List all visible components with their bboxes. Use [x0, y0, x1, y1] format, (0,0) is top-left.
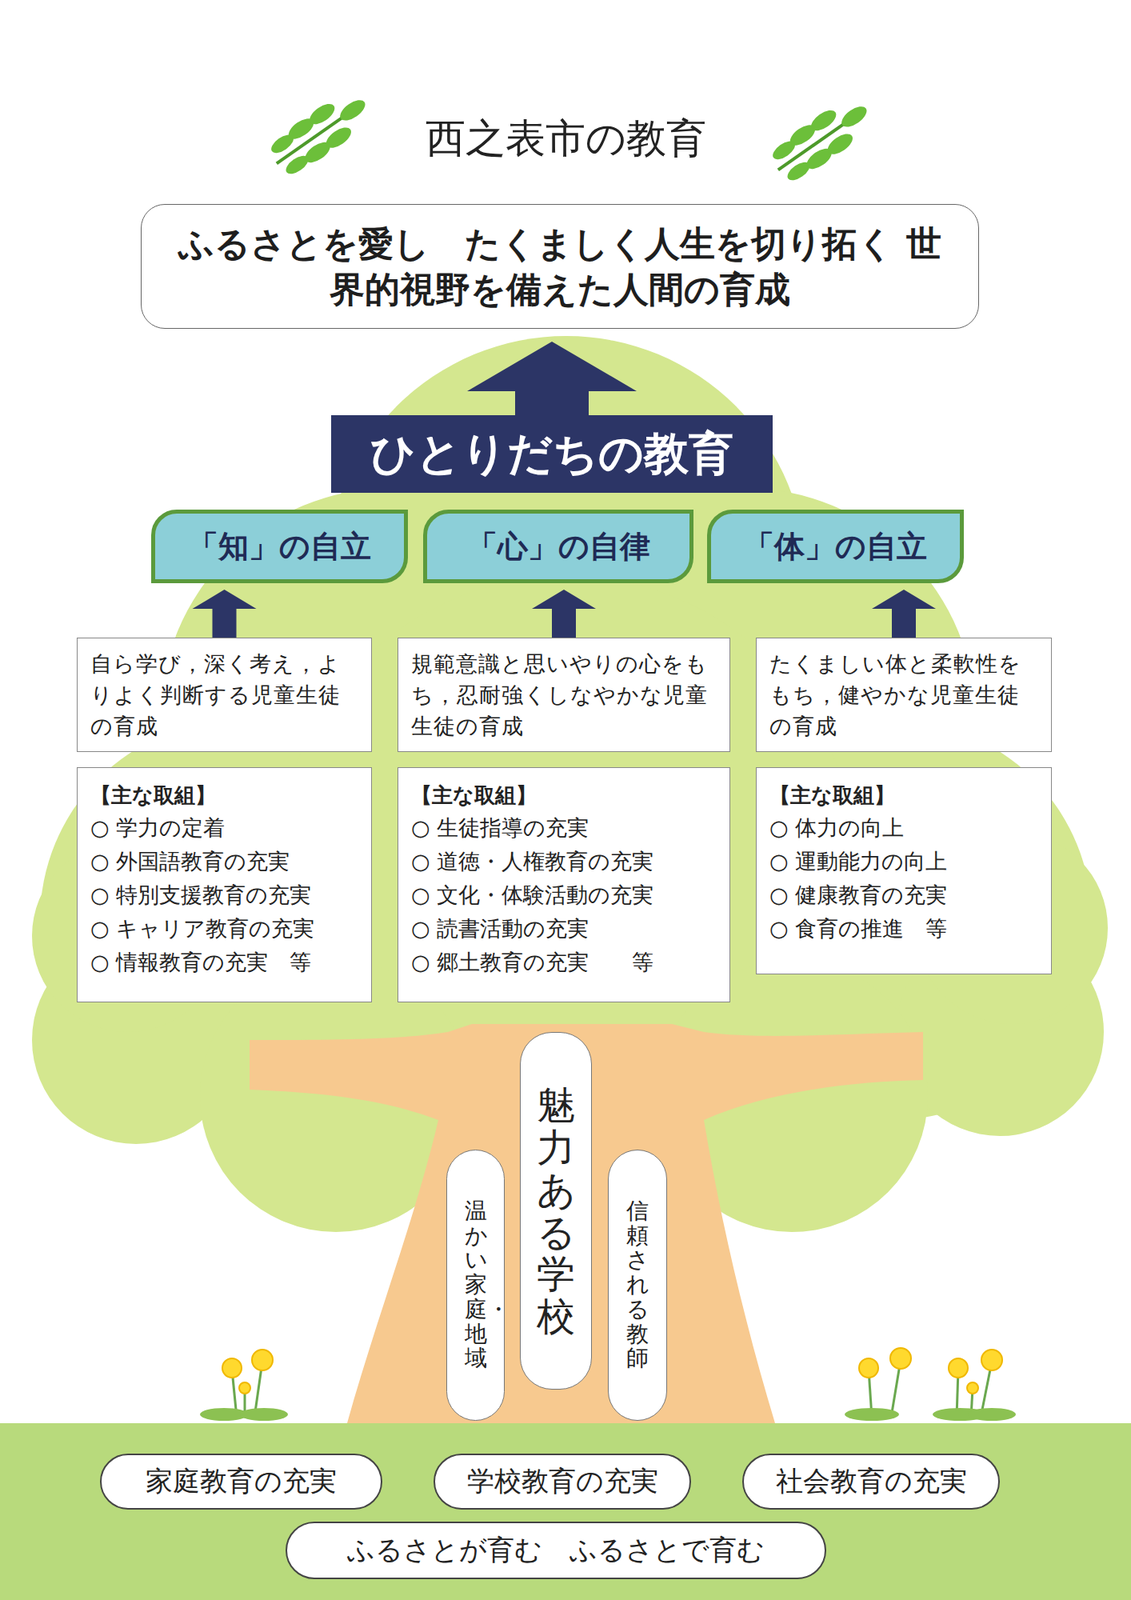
- node-text: 「心」の自律: [467, 526, 651, 568]
- node-text: ○ 特別支援教育の充実: [90, 878, 312, 912]
- root-pill: 学校教育の充実: [433, 1453, 692, 1510]
- node-text: ○ 外国語教育の充実: [90, 844, 290, 879]
- action-list-box: 【主な取組】○ 学力の定着○ 外国語教育の充実○ 特別支援教育の充実○ キャリア…: [76, 767, 372, 1003]
- node-text: ひとりだちの教育: [370, 423, 734, 485]
- node-text: ○ 食育の推進 等: [769, 911, 948, 946]
- node-text: ○ 運動能力の向上: [769, 844, 948, 879]
- pillar-tab: 「心」の自律: [423, 509, 694, 584]
- node-text: 信頼される教師: [626, 1198, 649, 1372]
- node-text: ○ キャリア教育の充実: [90, 911, 315, 946]
- node-text: ○ 体力の向上: [769, 811, 904, 845]
- node-text: 「体」の自立: [743, 526, 928, 568]
- node-text: ○ 生徒指導の充実: [411, 811, 589, 845]
- node-text: 魅力ある学校: [536, 1083, 576, 1338]
- block-arrow: [467, 341, 637, 416]
- node-text: ○ 郷土教育の充実 等: [411, 945, 654, 980]
- trunk-pill: 信頼される教師: [607, 1149, 668, 1421]
- node-text: 家庭教育の充実: [145, 1462, 337, 1500]
- node-text: ○ 道徳・人権教育の充実: [411, 844, 654, 879]
- aim-box: 自ら学び，深く考え，よ りよく判断する児童生徒 の育成: [76, 637, 372, 752]
- goal-box: ふるさとを愛し たくましく人生を切り拓く 世界的視野を備えた人間の育成: [140, 203, 980, 329]
- tree-trunk: [249, 1023, 924, 1423]
- block-arrow: [871, 589, 936, 639]
- node-text: 学校教育の充実: [467, 1462, 659, 1500]
- node-text: 規範意識と思いやりの心をも ち，忍耐強くしなやかな児童 生徒の育成: [411, 647, 717, 742]
- trunk-pill: 魅力ある学校: [519, 1031, 592, 1390]
- node-text: 「知」の自立: [187, 526, 372, 568]
- node-text: たくましい体と柔軟性を もち，健やかな児童生徒 の育成: [769, 647, 1039, 742]
- action-list-box: 【主な取組】○ 生徒指導の充実○ 道徳・人権教育の充実○ 文化・体験活動の充実○…: [397, 767, 731, 1003]
- core-banner: ひとりだちの教育: [331, 415, 773, 493]
- ground-band: [0, 1422, 1131, 1600]
- root-pill: 社会教育の充実: [742, 1453, 1000, 1510]
- node-text: 【主な取組】: [769, 779, 896, 812]
- node-text: ○ 読書活動の充実: [411, 911, 589, 946]
- node-text: ○ 文化・体験活動の充実: [411, 878, 654, 912]
- node-text: 【主な取組】: [90, 779, 216, 812]
- block-arrow: [192, 589, 257, 639]
- pillar-tab: 「知」の自立: [151, 509, 408, 584]
- node-text: 社会教育の充実: [775, 1462, 968, 1500]
- aim-box: 規範意識と思いやりの心をも ち，忍耐強くしなやかな児童 生徒の育成: [397, 637, 731, 752]
- root-pill: ふるさとが育む ふるさとで育む: [285, 1521, 827, 1579]
- pillar-tab: 「体」の自立: [707, 509, 964, 584]
- node-text: ふるさとが育む ふるさとで育む: [347, 1531, 765, 1569]
- root-pill: 家庭教育の充実: [99, 1453, 383, 1510]
- page-title: 西之表市の教育: [0, 111, 1131, 166]
- node-text: 【主な取組】: [411, 779, 537, 812]
- aim-box: たくましい体と柔軟性を もち，健やかな児童生徒 の育成: [755, 637, 1052, 752]
- node-text: ○ 学力の定着: [90, 811, 225, 845]
- trunk-pill: 温かい家庭・地域: [446, 1149, 505, 1421]
- action-list-box: 【主な取組】○ 体力の向上○ 運動能力の向上○ 健康教育の充実○ 食育の推進 等: [755, 767, 1052, 975]
- block-arrow: [531, 589, 596, 639]
- node-text: ふるさとを愛し たくましく人生を切り拓く 世界的視野を備えた人間の育成: [165, 220, 955, 312]
- node-text: 自ら学び，深く考え，よ りよく判断する児童生徒 の育成: [90, 647, 359, 742]
- node-text: ○ 健康教育の充実: [769, 878, 948, 912]
- node-text: 温かい家庭・地域: [464, 1198, 488, 1372]
- node-text: ○ 情報教育の充実 等: [90, 945, 312, 980]
